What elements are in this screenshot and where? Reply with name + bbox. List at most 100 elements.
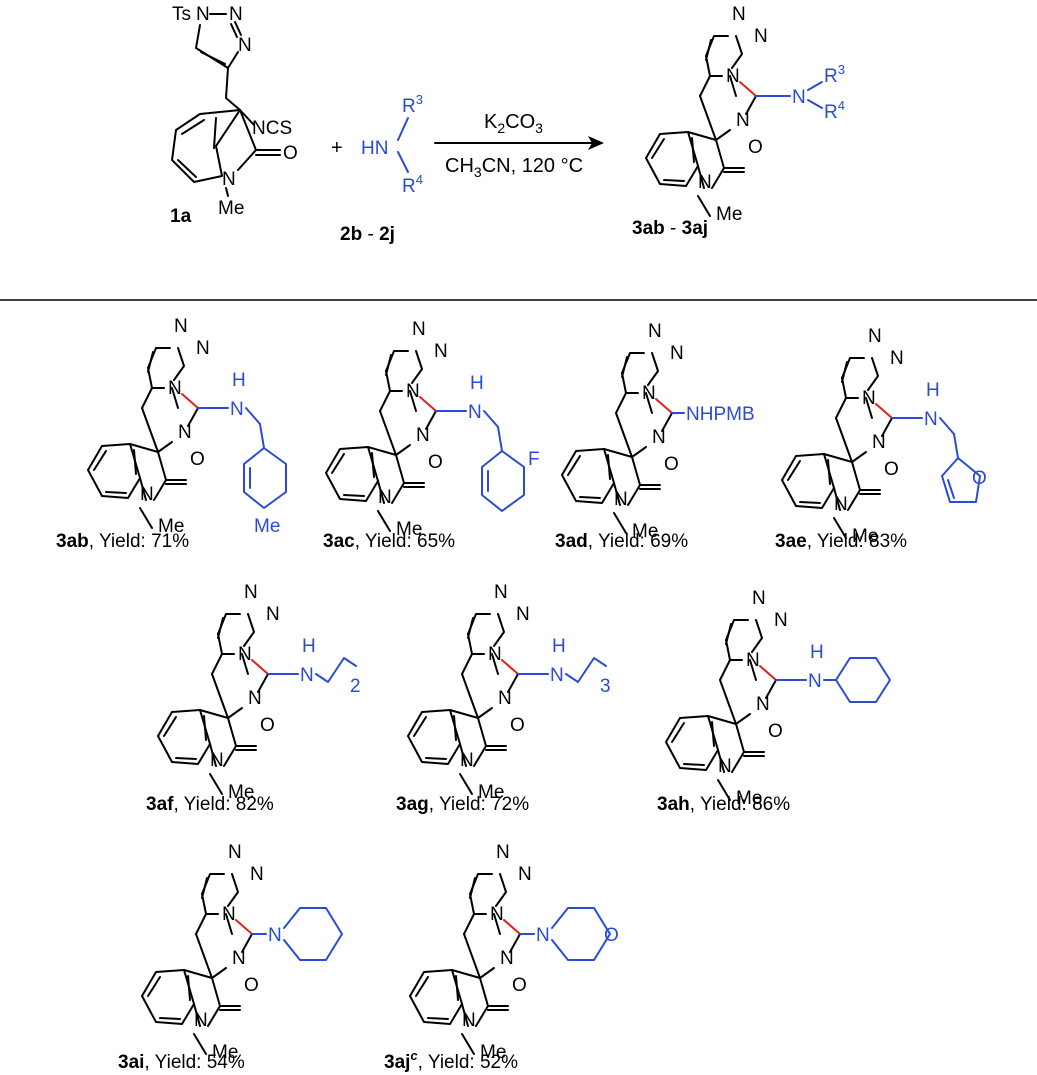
atom-n: N <box>924 409 938 430</box>
atom-n: N <box>378 487 392 508</box>
ncs-label: NCS <box>252 118 292 139</box>
atom-n: N <box>232 948 246 969</box>
atom-n: N <box>490 904 504 925</box>
chain-count: 2 <box>350 676 361 697</box>
condition-base: K2CO3 <box>484 111 543 136</box>
atom-me: Me <box>478 782 504 803</box>
atom-n: N <box>536 925 550 946</box>
atom-o: O <box>190 449 205 470</box>
atom-n: N <box>808 671 822 692</box>
label-3ab-3aj: 3ab - 3aj <box>632 218 708 239</box>
reagent-amine: HN R3 R4 <box>361 92 423 197</box>
atom-me: Me <box>218 198 244 219</box>
yield-label-3af: 3af, Yield: 82% <box>146 794 274 815</box>
reactant-1a: Ts N N N NCS O N Me <box>171 4 298 219</box>
atom-h: H <box>810 642 824 663</box>
atom-n: N <box>174 316 188 337</box>
yield-label-3ai: 3ai, Yield: 54% <box>118 1052 245 1073</box>
atom-n: N <box>516 604 530 625</box>
atom-n: N <box>462 1010 476 1031</box>
atom-o: O <box>748 137 763 158</box>
atom-n: N <box>774 610 788 631</box>
atom-n: N <box>140 484 154 505</box>
yield-label-3ad: 3ad, Yield: 69% <box>555 531 688 552</box>
condition-solvent: CH3CN, 120 °C <box>445 155 583 180</box>
atom-n: N <box>868 326 882 347</box>
atom-n: N <box>698 172 712 193</box>
atom-n: N <box>412 319 426 340</box>
atom-n: N <box>406 381 420 402</box>
atom-n: N <box>652 427 666 448</box>
atom-n: N <box>222 904 236 925</box>
atom-n: N <box>494 582 508 603</box>
atom-n: N <box>550 665 564 686</box>
atom-n: N <box>754 26 768 47</box>
atom-n: N <box>434 341 448 362</box>
yield-label-3ag: 3ag, Yield: 72% <box>396 794 529 815</box>
atom-n: N <box>670 343 684 364</box>
atom-n: N <box>862 388 876 409</box>
label-2b-2j: 2b - 2j <box>340 224 395 245</box>
atom-h: H <box>552 636 566 657</box>
atom-me: Me <box>158 516 184 537</box>
atom-n: N <box>196 338 210 359</box>
atom-n: N <box>460 750 474 771</box>
atom-n: N <box>614 489 628 510</box>
label-1a: 1a <box>170 206 192 227</box>
product-n-label: N <box>792 87 806 108</box>
atom-n: N <box>732 4 746 25</box>
ts-label: Ts <box>172 4 191 25</box>
atom-o: O <box>768 721 783 742</box>
atom-n: N <box>642 383 656 404</box>
atom-h: H <box>232 370 246 391</box>
atom-n: N <box>238 644 252 665</box>
atom-o: O <box>884 459 899 480</box>
plus-sign: + <box>331 137 343 159</box>
yield-label-3ac: 3ac, Yield: 65% <box>323 531 455 552</box>
atom-me: Me <box>396 519 422 540</box>
atom-n: N <box>196 4 210 25</box>
atom-n: N <box>416 425 430 446</box>
atom-n: N <box>496 842 510 863</box>
atom-n: N <box>756 694 770 715</box>
atom-o: O <box>283 143 298 164</box>
atom-o: O <box>428 452 443 473</box>
yield-label-3aj: 3ajc, Yield: 52% <box>384 1048 518 1073</box>
atom-o: O <box>664 454 679 475</box>
atom-n: N <box>228 842 242 863</box>
atom-n: N <box>648 321 662 342</box>
atom-n: N <box>518 864 532 885</box>
atom-me: Me <box>716 204 742 225</box>
atom-n: N <box>726 66 740 87</box>
atom-n: N <box>178 422 192 443</box>
atom-n: N <box>736 110 750 131</box>
atom-me: Me <box>212 1042 238 1063</box>
atom-n: N <box>266 604 280 625</box>
atom-n: N <box>194 1010 208 1031</box>
atom-n: N <box>834 494 848 515</box>
atom-me: Me <box>852 526 878 547</box>
atom-h: H <box>926 380 940 401</box>
atom-me: Me <box>632 521 658 542</box>
chain-count: 3 <box>600 676 611 697</box>
atom-o: O <box>510 715 525 736</box>
r4-label: R4 <box>402 172 423 197</box>
atom-n: N <box>210 750 224 771</box>
product-general: N N N N O N Me N R3 R4 <box>645 4 845 225</box>
atom-n: N <box>468 402 482 423</box>
atom-n: N <box>248 688 262 709</box>
r3-label: R3 <box>402 92 423 117</box>
atom-n: N <box>250 864 264 885</box>
yield-label-3ah: 3ah, Yield: 86% <box>657 794 790 815</box>
atom-n: N <box>498 688 512 709</box>
atom-n: N <box>752 588 766 609</box>
atom-f: F <box>528 449 540 470</box>
atom-n: N <box>244 582 258 603</box>
